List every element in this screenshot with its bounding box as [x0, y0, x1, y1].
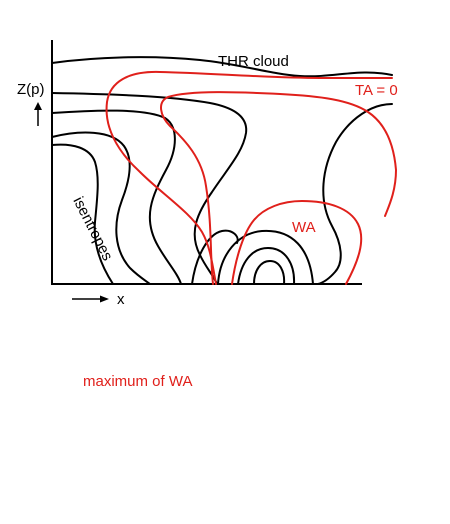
- x-axis-arrow-icon: [72, 295, 109, 303]
- ta-zero-contour-inner: [160, 91, 397, 285]
- dome-3: [237, 247, 296, 285]
- wa-contour: [231, 200, 363, 285]
- isentrope-5: [51, 143, 114, 285]
- axes: [51, 40, 362, 285]
- isentrope-4: [51, 131, 151, 285]
- thr-cloud-label: THR cloud: [218, 53, 289, 70]
- dome-inner: [253, 260, 286, 285]
- isentrope-3: [51, 109, 182, 285]
- ta-zero-contour-left: [105, 70, 393, 285]
- isentrope-top: [51, 56, 393, 78]
- isentropes-group: [51, 56, 393, 285]
- z-axis-arrow-icon: [34, 102, 42, 126]
- maximum-wa-caption: maximum of WA: [83, 373, 192, 390]
- isentropes-label: isentropes: [69, 194, 116, 263]
- z-axis-label: Z(p): [17, 81, 45, 98]
- ta-zero-label: TA = 0: [355, 82, 398, 99]
- isentrope-2: [51, 92, 248, 285]
- dome-outer: [191, 229, 239, 285]
- advection-contours-group: [105, 70, 397, 285]
- dome-2: [217, 229, 314, 285]
- wa-label: WA: [292, 219, 316, 236]
- isentrope-right: [317, 103, 393, 285]
- x-axis-label: x: [117, 291, 125, 308]
